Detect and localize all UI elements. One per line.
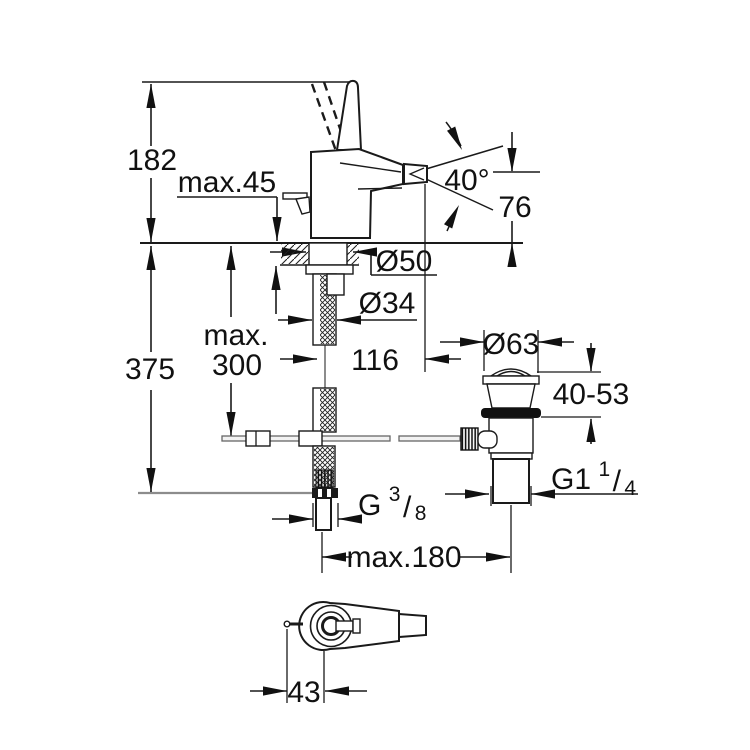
counter-hatch-left [281, 244, 309, 264]
rod-adjust-knob [460, 427, 479, 451]
popup-rod-knob [295, 196, 311, 215]
dimension-labels: 182 max.45 375 max. 300 Ø50 Ø34 116 Ø63 … [125, 144, 636, 709]
rod-clevis [245, 430, 271, 447]
waste-funnel [486, 383, 536, 409]
mounting-nut [305, 264, 354, 275]
shank-and-hoses [221, 242, 461, 531]
through-deck-shank [308, 242, 348, 266]
counter-hatch-right [347, 244, 359, 264]
dim-deck-thickness-max: max.45 [178, 166, 276, 199]
handle-axis-cap [352, 618, 361, 634]
hose-nut [312, 488, 338, 498]
lever-alternate-position-dashed [310, 83, 338, 152]
hose-nipple [326, 273, 345, 296]
popup-rod-pin-end [283, 620, 291, 628]
dim-shank-diameter: Ø34 [359, 287, 416, 320]
reference-lines [138, 81, 601, 703]
dim-spout-height: 76 [498, 191, 531, 224]
dim-spout-reach: 116 [351, 344, 399, 377]
waste-plug-cap [488, 368, 534, 377]
supply-connector-tube [315, 497, 332, 531]
popup-rod-knob [282, 192, 308, 200]
knob-hub [477, 430, 498, 449]
faucet-body [310, 147, 404, 239]
dim-supply-thread: G 3 / 8 [358, 483, 426, 525]
waste-seal-ring [481, 408, 541, 418]
rod-tee-connector [298, 430, 323, 447]
handle-tip-top-view [398, 612, 427, 639]
lever-alternate-position-dashed [322, 81, 349, 150]
waste-flange [482, 375, 540, 385]
dim-depth-max-line2: 300 [212, 349, 262, 382]
dim-handle-offset: 43 [287, 676, 320, 709]
dim-rod-reach-max: max.180 [346, 541, 461, 574]
popup-waste-valve [460, 368, 541, 504]
hose-collar [315, 469, 334, 489]
lever-handle [335, 79, 363, 151]
dim-waste-flange-diameter: Ø63 [483, 328, 540, 361]
dim-escutcheon-diameter: Ø50 [376, 245, 433, 278]
aerator-outlet [403, 162, 428, 186]
dim-spray-angle: 40° [444, 164, 489, 197]
dim-depth-max-line1: max. [203, 319, 268, 352]
popup-pull-rod [398, 435, 461, 442]
faucet-side-view [282, 79, 428, 239]
handle-axis [335, 620, 354, 632]
dim-height-below-deck: 375 [125, 353, 175, 386]
waste-tailpipe [492, 458, 530, 504]
faucet-top-view [283, 601, 427, 651]
dim-waste-thread: G1 1 / 4 [551, 458, 636, 500]
dim-waste-adjust-range: 40-53 [553, 378, 630, 411]
dim-height-above-deck: 182 [127, 144, 177, 177]
